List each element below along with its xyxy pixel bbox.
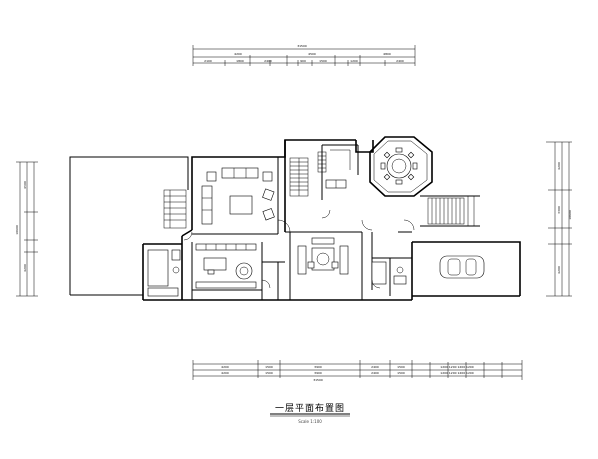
svg-text:1500: 1500 (397, 365, 405, 369)
svg-text:31500: 31500 (313, 378, 323, 382)
svg-text:1200: 1200 (350, 59, 358, 63)
building-walls (69, 139, 521, 301)
svg-text:2400: 2400 (371, 371, 379, 375)
svg-text:4200: 4200 (23, 264, 27, 272)
door-swings (183, 209, 415, 289)
svg-text:1800: 1800 (236, 59, 244, 63)
svg-text:2100: 2100 (204, 59, 212, 63)
svg-text:4200: 4200 (234, 52, 242, 56)
svg-text:4500: 4500 (308, 52, 316, 56)
kitchen-counter (325, 149, 351, 189)
svg-text:1500: 1500 (319, 59, 327, 63)
top-overall-dimension: 31500 (297, 44, 307, 48)
sofa-icon (201, 167, 275, 225)
svg-text:1500: 1500 (397, 371, 405, 375)
svg-text:1500: 1500 (265, 371, 273, 375)
dining-bay (369, 136, 433, 197)
stair-icon (420, 195, 480, 227)
svg-text:4200: 4200 (221, 371, 229, 375)
svg-text:4200: 4200 (557, 162, 561, 170)
round-table-icon (195, 243, 257, 289)
car-icon (439, 255, 485, 279)
svg-text:1200 1200 1200 1200: 1200 1200 1200 1200 (440, 365, 473, 369)
dining-table-icon (380, 147, 418, 185)
svg-text:900: 900 (300, 59, 306, 63)
svg-text:3900: 3900 (314, 371, 322, 375)
right-overall-dimension: 10600 (568, 210, 572, 220)
bottom-dimension-chain: 4200 4200 1500 1500 3900 3900 31500 2400… (192, 360, 523, 382)
svg-text:4200: 4200 (221, 365, 229, 369)
svg-text:4200: 4200 (557, 266, 561, 274)
right-dimension-chain: 10600 4200 3300 4200 (546, 141, 572, 297)
sofa-icon (297, 237, 349, 275)
svg-text:2400: 2400 (371, 365, 379, 369)
bathroom-fixtures (147, 249, 407, 297)
svg-text:10600: 10600 (15, 225, 19, 235)
svg-text:3900: 3900 (314, 365, 322, 369)
stair-icon (163, 189, 187, 229)
left-dimension-chain: 10600 4500 4200 (15, 161, 38, 297)
drawing-title-block: 一层平面布置图 Scale 1:100 (270, 402, 350, 424)
svg-text:1500: 1500 (265, 365, 273, 369)
svg-text:2400: 2400 (396, 59, 404, 63)
svg-text:3300: 3300 (557, 206, 561, 214)
svg-text:4800: 4800 (383, 52, 391, 56)
svg-text:2400: 2400 (264, 59, 272, 63)
svg-text:4500: 4500 (23, 181, 27, 189)
stair-icon (317, 151, 327, 173)
svg-text:1200 1200 1200 1200: 1200 1200 1200 1200 (440, 371, 473, 375)
stair-icon (289, 157, 309, 197)
drawing-title: 一层平面布置图 (275, 402, 345, 414)
drawing-scale: Scale 1:100 (298, 419, 322, 424)
top-dimension-chain: 31500 4200 4500 4800 2100 1800 2400 900 … (192, 44, 416, 66)
